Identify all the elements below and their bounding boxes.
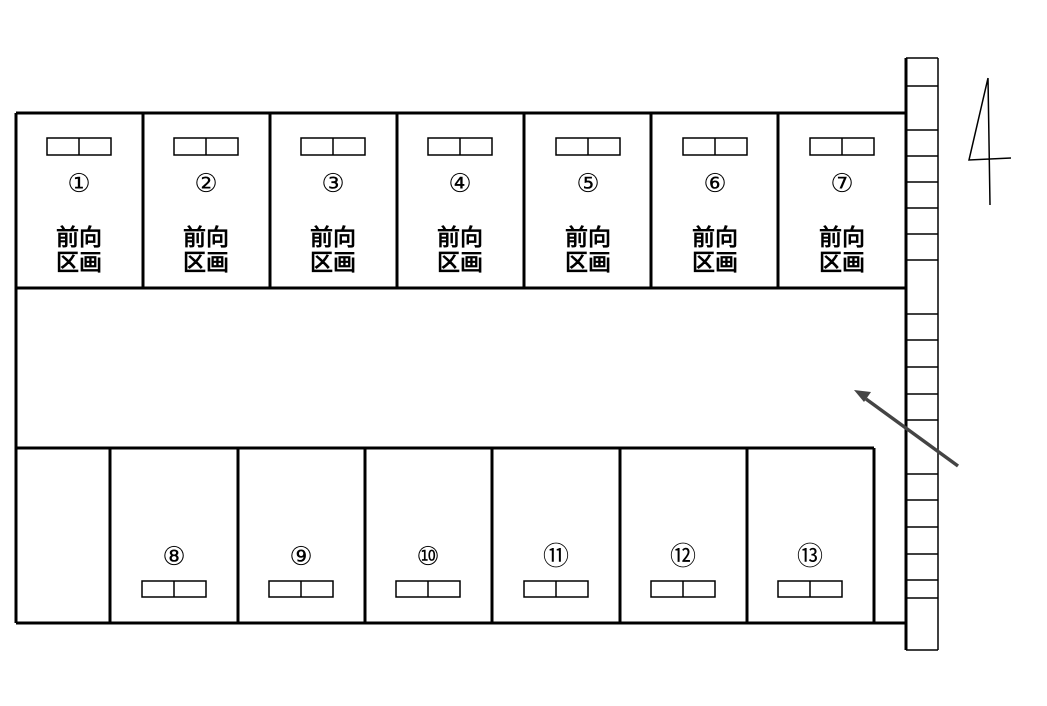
top-space-2: ② 前向 区画 <box>173 137 239 276</box>
wheel-stop-icon <box>777 580 843 598</box>
space-label-line2: 区画 <box>310 250 356 276</box>
bottom-space-8: ⑧ <box>141 542 207 598</box>
space-number: ⑧ <box>162 542 185 572</box>
space-label-line2: 区画 <box>565 250 611 276</box>
space-label-line1: 前向 <box>565 224 611 251</box>
space-number: ⑦ <box>830 169 853 199</box>
top-row-dividers <box>141 113 780 288</box>
space-number: ③ <box>321 169 344 199</box>
space-number: ⑤ <box>576 169 599 199</box>
wheel-stop-icon <box>650 580 716 598</box>
space-number: ⑪ <box>543 542 569 572</box>
bottom-space-10: ⑩ <box>395 542 461 598</box>
space-label-line2: 区画 <box>437 250 483 276</box>
wheel-stop-icon <box>809 137 875 156</box>
handwritten-four <box>968 77 1012 206</box>
space-number: ① <box>67 169 90 199</box>
bottom-row-dividers <box>108 448 749 623</box>
space-number: ④ <box>448 169 471 199</box>
space-number: ⑥ <box>703 169 726 199</box>
space-label-line1: 前向 <box>819 224 865 251</box>
wheel-stop-icon <box>555 137 621 156</box>
bottom-space-9: ⑨ <box>268 542 334 598</box>
space-label-line1: 前向 <box>692 224 738 251</box>
space-label-line2: 区画 <box>56 250 102 276</box>
space-label-line2: 区画 <box>183 250 229 276</box>
space-number: ⑨ <box>289 542 312 572</box>
top-space-5: ⑤ 前向 区画 <box>555 137 621 276</box>
sidewalk-strip <box>904 57 939 651</box>
entrance-arrow-icon <box>854 390 960 468</box>
wheel-stop-icon <box>268 580 334 598</box>
wheel-stop-icon <box>141 580 207 598</box>
top-space-3: ③ 前向 区画 <box>300 137 366 276</box>
top-space-6: ⑥ 前向 区画 <box>682 137 748 276</box>
space-number: ⑫ <box>670 542 696 572</box>
road-width-marker: 4 <box>968 77 1012 206</box>
lot-outline <box>14 111 906 625</box>
space-label-line1: 前向 <box>56 224 102 251</box>
space-label-line2: 区画 <box>819 250 865 276</box>
space-number: ② <box>194 169 217 199</box>
wheel-stop-icon <box>682 137 748 156</box>
top-space-4: ④ 前向 区画 <box>427 137 493 276</box>
wheel-stop-icon <box>173 137 239 156</box>
space-number: ⑬ <box>797 542 823 572</box>
space-label-line1: 前向 <box>437 224 483 251</box>
space-label-line1: 前向 <box>183 224 229 251</box>
wheel-stop-icon <box>427 137 493 156</box>
wheel-stop-icon <box>523 580 589 598</box>
bottom-space-11: ⑪ <box>523 542 589 598</box>
space-label-line1: 前向 <box>310 224 356 251</box>
wheel-stop-icon <box>395 580 461 598</box>
wheel-stop-icon <box>46 137 112 156</box>
top-space-7: ⑦ 前向 区画 <box>809 137 875 276</box>
space-number: ⑩ <box>416 542 439 572</box>
space-label-line2: 区画 <box>692 250 738 276</box>
bottom-space-13: ⑬ <box>777 542 843 598</box>
wheel-stop-icon <box>300 137 366 156</box>
bottom-space-12: ⑫ <box>650 542 716 598</box>
road-width-value: 4 <box>990 149 991 151</box>
top-space-1: ① 前向 区画 <box>46 137 112 276</box>
